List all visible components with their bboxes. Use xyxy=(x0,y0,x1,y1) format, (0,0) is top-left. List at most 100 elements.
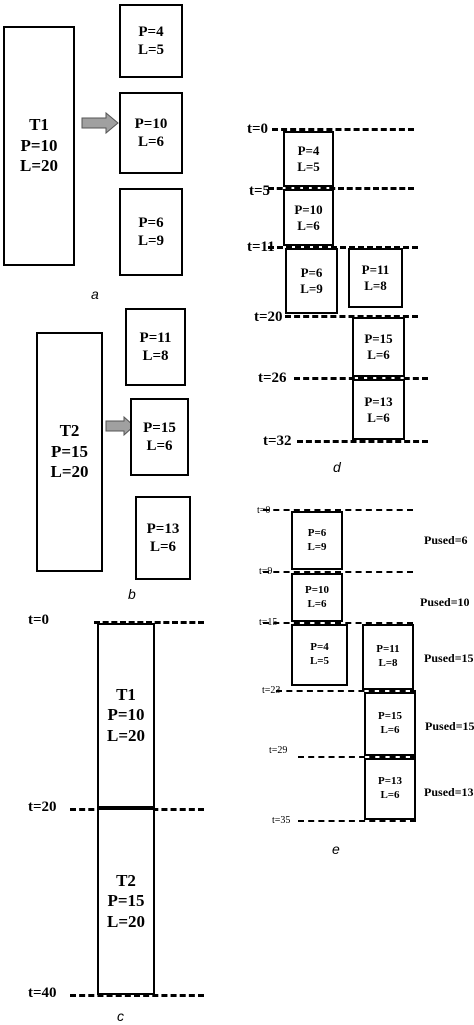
block-l: L=6 xyxy=(367,347,390,362)
time-line xyxy=(263,622,413,624)
block-l: L=5 xyxy=(309,655,330,667)
schedule-block: P=13 L=6 xyxy=(364,758,416,820)
time-label: t=35 xyxy=(272,815,291,826)
subtask-p: P=13 xyxy=(146,521,180,537)
block-l: L=6 xyxy=(367,409,390,425)
subtask-l: L=9 xyxy=(137,233,165,249)
pused-value: =10 xyxy=(450,595,470,609)
block-l: L=9 xyxy=(307,540,327,553)
panel-label-a: a xyxy=(91,286,99,302)
schedule-block: P=6 L=9 xyxy=(291,511,343,570)
schedule-block: P=10 L=6 xyxy=(291,573,343,622)
block-l: L=6 xyxy=(297,217,320,233)
pused-prefix: P xyxy=(424,785,432,799)
pused-prefix: P xyxy=(424,533,432,547)
subtask-l: L=8 xyxy=(142,348,169,364)
subtask-l: L=6 xyxy=(149,539,177,555)
time-line xyxy=(70,994,204,997)
time-label: t=5 xyxy=(249,183,271,199)
block-p: P=11 xyxy=(361,262,390,278)
panel-label-d: d xyxy=(333,459,341,475)
pused-label: Pused=15 xyxy=(424,651,474,666)
subtask-box: P=11 L=8 xyxy=(125,308,186,386)
task-t2-box: T2 P=15 L=20 xyxy=(36,332,103,572)
subtask-p: P=10 xyxy=(134,116,168,132)
block-l: L=20 xyxy=(106,911,146,931)
subtask-box: P=6 L=9 xyxy=(119,188,183,276)
block-name: T1 xyxy=(116,684,136,704)
panel-label-b: b xyxy=(128,586,136,602)
subtask-box: P=13 L=6 xyxy=(135,496,191,580)
schedule-block: P=10 L=6 xyxy=(283,189,334,246)
pused-sub: used xyxy=(431,533,455,547)
block-p: P=10 xyxy=(305,583,329,596)
pused-label: Pused=15 xyxy=(425,719,474,734)
task-l: L=20 xyxy=(19,156,59,176)
subtask-l: L=6 xyxy=(146,438,173,454)
time-label: t=26 xyxy=(258,370,287,386)
block-name: T2 xyxy=(116,870,136,890)
panel-label-e: e xyxy=(332,841,340,857)
schedule-block: T2 P=15 L=20 xyxy=(97,808,155,995)
block-p: P=10 xyxy=(294,201,323,217)
time-label: t=11 xyxy=(247,239,275,255)
block-p: P=6 xyxy=(307,526,327,539)
pused-prefix: P xyxy=(425,719,433,733)
block-l: L=8 xyxy=(378,657,398,669)
time-line xyxy=(263,571,413,573)
subtask-p: P=6 xyxy=(138,215,164,231)
time-label: t=0 xyxy=(247,121,269,137)
block-p: P=6 xyxy=(300,265,323,281)
pused-label: Pused=13 xyxy=(424,785,474,800)
subtask-l: L=5 xyxy=(137,42,165,58)
task-name: T1 xyxy=(29,115,49,135)
pused-prefix: P xyxy=(424,651,432,665)
time-line xyxy=(263,509,413,511)
subtask-l: L=6 xyxy=(137,134,165,150)
pused-value: =15 xyxy=(454,651,474,665)
task-p: P=10 xyxy=(20,135,58,155)
time-line xyxy=(285,315,418,318)
block-l: L=20 xyxy=(106,725,146,745)
block-p: P=13 xyxy=(364,393,393,409)
schedule-block: P=13 L=6 xyxy=(352,379,405,440)
time-line xyxy=(268,187,414,190)
schedule-block: P=4 L=5 xyxy=(283,131,334,187)
time-label: t=9 xyxy=(259,566,273,577)
time-line xyxy=(298,820,416,822)
time-label: t=0 xyxy=(257,505,271,516)
time-line xyxy=(298,756,416,758)
time-label: t=0 xyxy=(28,612,50,628)
block-p: P=15 xyxy=(107,891,145,911)
time-line xyxy=(94,621,204,624)
task-p: P=15 xyxy=(50,441,89,461)
time-label: t=40 xyxy=(28,985,57,1001)
time-label: t=20 xyxy=(28,799,57,815)
pused-sub: used xyxy=(432,719,456,733)
schedule-block: P=15 L=6 xyxy=(352,317,405,377)
pused-value: =13 xyxy=(454,785,474,799)
time-label: t=20 xyxy=(254,309,283,325)
task-t1-box: T1 P=10 L=20 xyxy=(3,26,75,266)
subtask-box: P=4 L=5 xyxy=(119,4,183,78)
panel-label-c: c xyxy=(117,1008,124,1024)
block-p: P=15 xyxy=(364,331,393,347)
subtask-box: P=15 L=6 xyxy=(130,398,189,476)
schedule-block: P=6 L=9 xyxy=(285,248,338,314)
block-p: P=15 xyxy=(378,710,402,723)
pused-sub: used xyxy=(431,651,455,665)
schedule-block: P=4 L=5 xyxy=(291,624,348,686)
task-l: L=20 xyxy=(50,462,89,482)
block-l: L=5 xyxy=(297,159,320,174)
time-label: t=15 xyxy=(259,617,278,628)
block-l: L=8 xyxy=(364,278,387,293)
arrow-right-icon xyxy=(81,111,119,135)
schedule-block: P=11 L=8 xyxy=(362,624,414,690)
arrow-right-icon xyxy=(105,415,135,437)
pused-label: Pused=10 xyxy=(420,595,470,610)
time-line xyxy=(268,246,418,249)
block-p: P=13 xyxy=(378,775,402,788)
block-p: P=11 xyxy=(376,643,400,656)
time-label: t=32 xyxy=(263,433,292,449)
pused-prefix: P xyxy=(420,595,428,609)
